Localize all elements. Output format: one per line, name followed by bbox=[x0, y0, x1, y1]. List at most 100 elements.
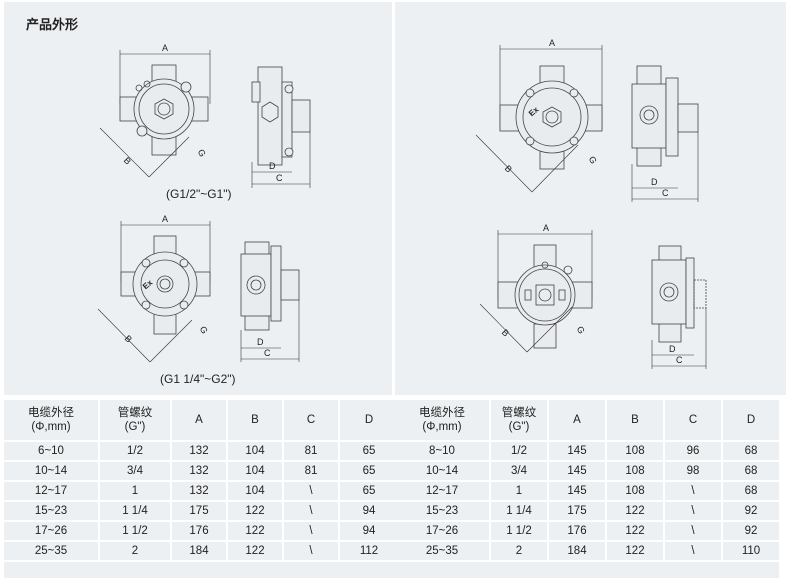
side-view-drawing-large: D C bbox=[240, 241, 300, 362]
header-cable-diameter: 电缆外径(Φ,mm) bbox=[395, 400, 489, 440]
front-view-drawing-cover: A B G bbox=[479, 223, 593, 353]
cell-a: 145 bbox=[549, 482, 605, 500]
header-a: A bbox=[549, 400, 605, 440]
dim-label-d: D bbox=[669, 344, 676, 354]
cell-c: \ bbox=[284, 522, 338, 540]
front-view-drawing-round: A Ex B G bbox=[475, 38, 603, 193]
dim-label-c: C bbox=[264, 348, 271, 358]
dim-label-b: B bbox=[503, 163, 514, 174]
cell-a: 175 bbox=[172, 502, 226, 520]
dim-label-g: G bbox=[575, 325, 587, 336]
cell-d: 94 bbox=[340, 522, 398, 540]
dim-label-a: A bbox=[162, 43, 168, 53]
side-view-drawing-cover: D C bbox=[651, 245, 707, 369]
cell-pipe-thread: 3/4 bbox=[100, 462, 170, 480]
cell-pipe-thread: 1 1/4 bbox=[100, 502, 170, 520]
cell-b: 108 bbox=[607, 442, 663, 460]
dim-label-b: B bbox=[500, 327, 511, 338]
cell-a: 184 bbox=[549, 542, 605, 560]
cell-d: 92 bbox=[723, 522, 779, 540]
cell-d: 65 bbox=[340, 462, 398, 480]
cell-c: 81 bbox=[284, 462, 338, 480]
cell-b: 104 bbox=[228, 442, 282, 460]
cell-a: 176 bbox=[549, 522, 605, 540]
cell-cable-diameter: 8~10 bbox=[395, 442, 489, 460]
dim-label-d: D bbox=[651, 177, 658, 187]
cell-c: 98 bbox=[665, 462, 721, 480]
cell-d: 112 bbox=[340, 542, 398, 560]
table-header-row: 电缆外径(Φ,mm) 管螺纹(G") A B C D bbox=[395, 400, 779, 440]
cell-pipe-thread: 1/2 bbox=[100, 442, 170, 460]
side-view-drawing-round: D C bbox=[631, 65, 699, 202]
dim-label-b: B bbox=[122, 155, 133, 166]
cell-cable-diameter: 25~35 bbox=[4, 542, 98, 560]
dim-label-c: C bbox=[662, 188, 669, 198]
cell-pipe-thread: 1 1/2 bbox=[491, 522, 547, 540]
cell-d: 92 bbox=[723, 502, 779, 520]
table-footer-strip bbox=[395, 562, 779, 578]
cell-b: 122 bbox=[228, 522, 282, 540]
header-pipe-thread: 管螺纹(G") bbox=[491, 400, 547, 440]
cell-d: 68 bbox=[723, 482, 779, 500]
dim-label-a: A bbox=[162, 214, 168, 224]
cell-b: 104 bbox=[228, 482, 282, 500]
cell-a: 176 bbox=[172, 522, 226, 540]
dim-label-d: D bbox=[257, 337, 264, 347]
header-c: C bbox=[665, 400, 721, 440]
drawing-caption-large: (G1 1/4"~G2") bbox=[160, 372, 236, 386]
side-view-drawing-small: D C bbox=[251, 66, 311, 188]
cell-a: 184 bbox=[172, 542, 226, 560]
cell-a: 132 bbox=[172, 442, 226, 460]
header-cable-diameter: 电缆外径(Φ,mm) bbox=[4, 400, 98, 440]
dim-label-b: B bbox=[123, 333, 134, 344]
cell-b: 122 bbox=[607, 522, 663, 540]
cell-a: 132 bbox=[172, 482, 226, 500]
table-footer-strip bbox=[4, 562, 398, 578]
cell-d: 68 bbox=[723, 462, 779, 480]
dim-label-g: G bbox=[196, 148, 208, 159]
header-c: C bbox=[284, 400, 338, 440]
cell-c: 81 bbox=[284, 442, 338, 460]
dim-label-c: C bbox=[676, 355, 683, 365]
cell-b: 108 bbox=[607, 462, 663, 480]
cell-d: 110 bbox=[723, 542, 779, 560]
header-pipe-thread: 管螺纹(G") bbox=[100, 400, 170, 440]
cell-d: 68 bbox=[723, 442, 779, 460]
dim-label-d: D bbox=[269, 161, 276, 171]
header-b: B bbox=[607, 400, 663, 440]
cell-d: 94 bbox=[340, 502, 398, 520]
cell-pipe-thread: 2 bbox=[491, 542, 547, 560]
cell-cable-diameter: 12~17 bbox=[395, 482, 489, 500]
cell-cable-diameter: 17~26 bbox=[395, 522, 489, 540]
cell-d: 65 bbox=[340, 482, 398, 500]
cell-c: \ bbox=[284, 542, 338, 560]
dim-label-c: C bbox=[276, 173, 283, 183]
cell-pipe-thread: 1 1/2 bbox=[100, 522, 170, 540]
cell-c: 96 bbox=[665, 442, 721, 460]
header-d: D bbox=[340, 400, 398, 440]
header-a: A bbox=[172, 400, 226, 440]
cell-pipe-thread: 3/4 bbox=[491, 462, 547, 480]
cell-b: 122 bbox=[228, 502, 282, 520]
cell-c: \ bbox=[284, 482, 338, 500]
cell-a: 175 bbox=[549, 502, 605, 520]
cell-b: 122 bbox=[607, 542, 663, 560]
cell-cable-diameter: 10~14 bbox=[395, 462, 489, 480]
dim-label-g: G bbox=[587, 155, 599, 166]
cell-cable-diameter: 15~23 bbox=[4, 502, 98, 520]
cell-cable-diameter: 25~35 bbox=[395, 542, 489, 560]
cell-b: 122 bbox=[607, 502, 663, 520]
cell-cable-diameter: 10~14 bbox=[4, 462, 98, 480]
